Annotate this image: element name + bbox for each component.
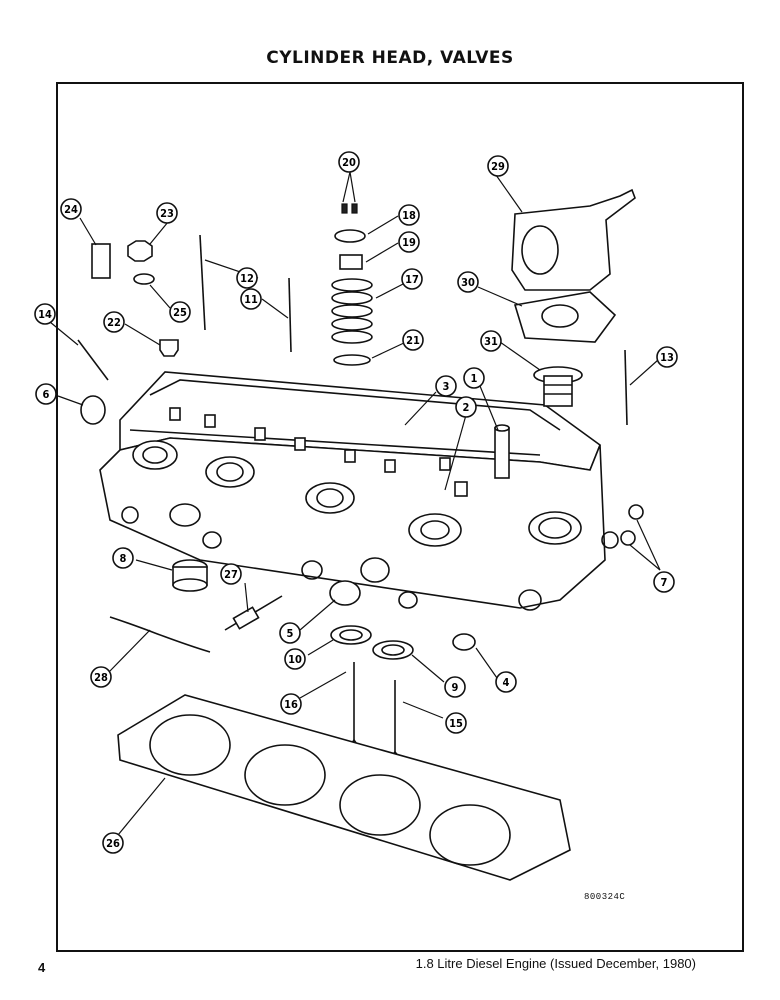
head-gasket xyxy=(117,694,571,881)
spring-seat xyxy=(333,354,371,366)
svg-text:20: 20 xyxy=(342,156,356,169)
callout-31: 31 xyxy=(480,330,502,352)
valve-seat-exhaust xyxy=(372,640,414,660)
illustration-frame xyxy=(56,82,744,952)
svg-text:29: 29 xyxy=(491,160,505,173)
callout-18: 18 xyxy=(398,204,420,226)
callout-11: 11 xyxy=(240,288,262,310)
svg-text:30: 30 xyxy=(461,276,475,289)
callout-26: 26 xyxy=(102,832,124,854)
callout-21: 21 xyxy=(402,329,424,351)
svg-text:18: 18 xyxy=(402,209,416,222)
svg-text:4: 4 xyxy=(503,676,510,689)
svg-text:26: 26 xyxy=(106,837,120,850)
svg-text:12: 12 xyxy=(240,272,254,285)
callout-8: 8 xyxy=(112,547,134,569)
callout-29: 29 xyxy=(487,155,509,177)
svg-text:24: 24 xyxy=(64,203,78,216)
callout-5: 5 xyxy=(279,622,301,644)
valve-seat-insert xyxy=(329,580,361,606)
callout-27: 27 xyxy=(220,563,242,585)
leader-lines xyxy=(49,171,661,836)
svg-text:2: 2 xyxy=(463,401,470,414)
cylinder-head xyxy=(99,371,619,611)
svg-text:31: 31 xyxy=(484,335,498,348)
long-stud xyxy=(199,234,206,331)
svg-text:25: 25 xyxy=(173,306,187,319)
hex-nut xyxy=(127,240,153,262)
plug xyxy=(159,339,179,357)
svg-text:16: 16 xyxy=(284,698,298,711)
page-title: CYLINDER HEAD, VALVES xyxy=(266,48,514,68)
valve-spring-collar xyxy=(339,254,363,270)
callout-20: 20 xyxy=(338,151,360,173)
svg-text:14: 14 xyxy=(38,308,52,321)
svg-text:8: 8 xyxy=(120,552,127,565)
thermostat-housing xyxy=(511,188,636,291)
svg-text:15: 15 xyxy=(449,717,463,730)
callout-10: 10 xyxy=(284,648,306,670)
callout-22: 22 xyxy=(103,311,125,333)
callout-23: 23 xyxy=(156,202,178,224)
svg-text:13: 13 xyxy=(660,351,674,364)
callout-9: 9 xyxy=(444,676,466,698)
callout-16: 16 xyxy=(280,693,302,715)
callout-17: 17 xyxy=(401,268,423,290)
footer-text: 1.8 Litre Diesel Engine (Issued December… xyxy=(415,956,696,971)
small-plug xyxy=(628,504,644,520)
spring-cap xyxy=(334,229,366,243)
callout-15: 15 xyxy=(445,712,467,734)
callout-3: 3 xyxy=(435,375,457,397)
callout-28: 28 xyxy=(90,666,112,688)
callout-12: 12 xyxy=(236,267,258,289)
svg-text:17: 17 xyxy=(405,273,419,286)
svg-text:22: 22 xyxy=(107,316,121,329)
svg-text:27: 27 xyxy=(224,568,238,581)
combustion-insert xyxy=(172,559,208,592)
stud xyxy=(288,277,292,353)
heater-plug-lead xyxy=(109,616,211,653)
callout-2: 2 xyxy=(455,396,477,418)
svg-text:5: 5 xyxy=(287,627,294,640)
svg-text:6: 6 xyxy=(43,388,50,401)
svg-text:21: 21 xyxy=(406,334,420,347)
core-plug xyxy=(80,395,106,425)
callout-24: 24 xyxy=(60,198,82,220)
drawing-code: 800324C xyxy=(584,892,626,902)
callout-13: 13 xyxy=(656,346,678,368)
small-plug-2 xyxy=(620,530,636,546)
short-stud xyxy=(77,339,109,381)
svg-text:11: 11 xyxy=(244,293,258,306)
svg-text:1: 1 xyxy=(471,372,478,385)
callout-30: 30 xyxy=(457,271,479,293)
washer xyxy=(133,273,155,285)
svg-text:9: 9 xyxy=(452,681,459,694)
hex-nut-tall xyxy=(91,243,111,279)
svg-text:23: 23 xyxy=(160,207,174,220)
thermostat-gasket xyxy=(513,291,617,343)
callout-1: 1 xyxy=(463,367,485,389)
valve-spring xyxy=(331,278,373,344)
thermostat xyxy=(533,366,583,407)
svg-text:3: 3 xyxy=(443,380,450,393)
cap xyxy=(452,633,476,651)
collet xyxy=(341,203,348,214)
heater-plug xyxy=(224,595,283,631)
callout-6: 6 xyxy=(35,383,57,405)
callout-25: 25 xyxy=(169,301,191,323)
callout-19: 19 xyxy=(398,231,420,253)
svg-text:10: 10 xyxy=(288,653,302,666)
svg-text:7: 7 xyxy=(661,576,668,589)
callout-14: 14 xyxy=(34,303,56,325)
collet-2 xyxy=(351,203,358,214)
callout-7: 7 xyxy=(653,571,675,593)
callout-4: 4 xyxy=(495,671,517,693)
page-number: 4 xyxy=(38,960,46,975)
valve-seat-inlet xyxy=(330,625,372,645)
svg-text:28: 28 xyxy=(94,671,108,684)
housing-stud xyxy=(624,349,628,426)
svg-text:19: 19 xyxy=(402,236,416,249)
